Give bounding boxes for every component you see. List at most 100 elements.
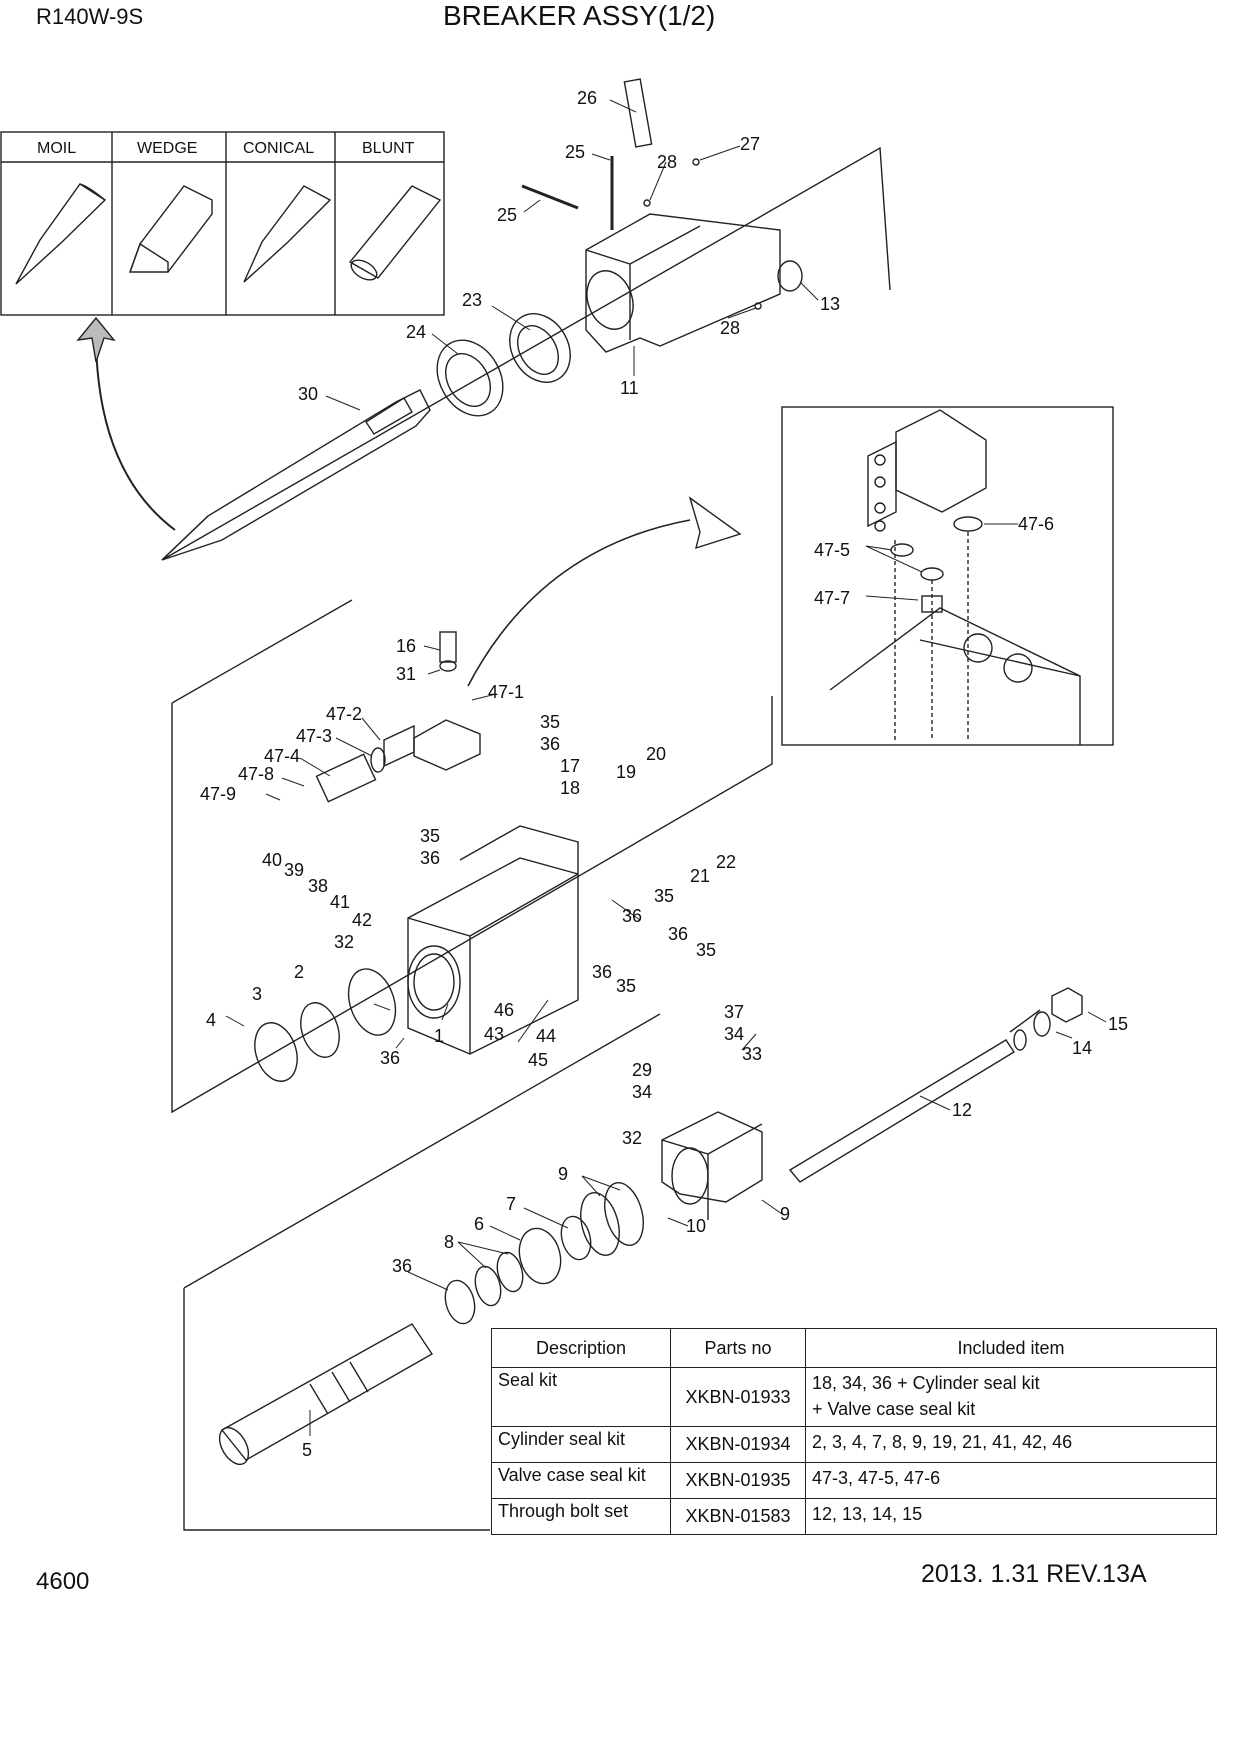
callout: 27 xyxy=(740,134,760,154)
callout: 18 xyxy=(560,778,580,798)
callout: 35 xyxy=(654,886,674,906)
callout: 35 xyxy=(696,940,716,960)
back-head-10 xyxy=(661,1111,763,1220)
callout: 1 xyxy=(434,1026,444,1046)
chisel-type-conical: CONICAL xyxy=(243,140,314,157)
revision-date: 2013. 1.31 REV.13A xyxy=(921,1560,1147,1588)
callout: 32 xyxy=(334,932,354,952)
callout: 47-9 xyxy=(200,784,236,804)
callout: 35 xyxy=(616,976,636,996)
callout: 9 xyxy=(780,1204,790,1224)
pin-26 xyxy=(623,78,653,148)
o-ring-47-6 xyxy=(953,516,983,532)
callout: 47-7 xyxy=(814,588,850,608)
callout: 36 xyxy=(392,1256,412,1276)
seal-9-upper-a xyxy=(604,1182,644,1246)
plug-27 xyxy=(692,158,700,166)
page-title: BREAKER ASSY(1/2) xyxy=(443,0,716,31)
callout: 47-5 xyxy=(814,540,850,560)
model-label: R140W-9S xyxy=(36,4,144,29)
callout: 36 xyxy=(622,906,642,926)
callout: 36 xyxy=(420,848,440,868)
callout: 5 xyxy=(302,1440,312,1460)
table-row: Valve case seal kit XKBN-01935 47-3, 47-… xyxy=(491,1462,1217,1499)
callout: 33 xyxy=(742,1044,762,1064)
callout: 32 xyxy=(622,1128,642,1148)
callout: 24 xyxy=(406,322,426,342)
callout: 47-8 xyxy=(238,764,274,784)
callout: 36 xyxy=(668,924,688,944)
callout: 29 xyxy=(632,1060,652,1080)
callout: 41 xyxy=(330,892,350,912)
row-included: 18, 34, 36 + Cylinder seal kit + Valve c… xyxy=(805,1367,1217,1427)
callout: 8 xyxy=(444,1232,454,1252)
ring-2 xyxy=(347,968,397,1036)
callout: 47-6 xyxy=(1018,514,1054,534)
plug-28b xyxy=(754,302,762,310)
row-parts-no: XKBN-01583 xyxy=(670,1498,806,1535)
seal-8b xyxy=(474,1265,502,1307)
ring-4 xyxy=(254,1022,298,1082)
callout: 35 xyxy=(420,826,440,846)
diagram-drawing xyxy=(0,78,1114,1531)
through-bolt-12 xyxy=(788,987,1083,1183)
callout: 20 xyxy=(646,744,666,764)
callout: 47-4 xyxy=(264,746,300,766)
row-parts-no: XKBN-01933 xyxy=(670,1367,806,1427)
included-line: 18, 34, 36 + Cylinder seal kit xyxy=(812,1373,1040,1393)
callout-numbers: 26 25 28 27 25 13 23 24 28 11 30 47-6 47… xyxy=(200,88,1128,1460)
callout: 36 xyxy=(592,962,612,982)
row-description: Through bolt set xyxy=(491,1498,671,1535)
callout: 34 xyxy=(724,1024,744,1044)
callout: 30 xyxy=(298,384,318,404)
page-number: 4600 xyxy=(36,1568,90,1595)
conical-tip-drawing xyxy=(243,185,332,283)
table-row: Through bolt set XKBN-01583 12, 13, 14, … xyxy=(491,1498,1217,1535)
leader-lines xyxy=(225,99,1107,1436)
callout: 21 xyxy=(690,866,710,886)
callout: 23 xyxy=(462,290,482,310)
seal-6 xyxy=(518,1227,562,1285)
bushing-24 xyxy=(436,339,504,417)
chisel-type-moil: MOIL xyxy=(37,140,76,157)
callout: 36 xyxy=(380,1048,400,1068)
blunt-tip-drawing xyxy=(348,185,442,279)
row-included: 47-3, 47-5, 47-6 xyxy=(805,1462,1217,1499)
rod-25-horizontal xyxy=(521,184,579,210)
valve-47-1 xyxy=(315,631,481,803)
callout: 16 xyxy=(396,636,416,656)
callout: 36 xyxy=(540,734,560,754)
chisel-arrow xyxy=(94,329,176,531)
row-description: Valve case seal kit xyxy=(491,1462,671,1499)
callout: 26 xyxy=(577,88,597,108)
o-ring-47-5b xyxy=(920,567,944,581)
callout: 12 xyxy=(952,1100,972,1120)
callout: 28 xyxy=(657,152,677,172)
callout: 47-1 xyxy=(488,682,524,702)
callout: 47-2 xyxy=(326,704,362,724)
callout: 13 xyxy=(820,294,840,314)
chisel-30 xyxy=(161,389,431,561)
seal-9-lower xyxy=(444,1279,476,1325)
callout: 17 xyxy=(560,756,580,776)
piston-plane xyxy=(183,1288,490,1531)
washer-14 xyxy=(1033,1011,1051,1037)
cylinder-1 xyxy=(407,825,579,1055)
row-included: 12, 13, 14, 15 xyxy=(805,1498,1217,1535)
seal-7 xyxy=(560,1215,592,1261)
bush-13 xyxy=(777,260,803,292)
callout: 43 xyxy=(484,1024,504,1044)
plug-28a xyxy=(643,199,651,207)
col-description: Description xyxy=(491,1328,671,1368)
cylinder-plane xyxy=(171,696,773,1114)
callout: 19 xyxy=(616,762,636,782)
nut-15 xyxy=(1051,987,1083,1023)
callout: 46 xyxy=(494,1000,514,1020)
callout: 28 xyxy=(720,318,740,338)
callout: 3 xyxy=(252,984,262,1004)
seal-8a xyxy=(496,1251,524,1293)
callout: 11 xyxy=(620,378,639,398)
valve-inset xyxy=(781,406,1114,746)
seal-kit-table: Description Parts no Included item Seal … xyxy=(491,1328,1217,1535)
